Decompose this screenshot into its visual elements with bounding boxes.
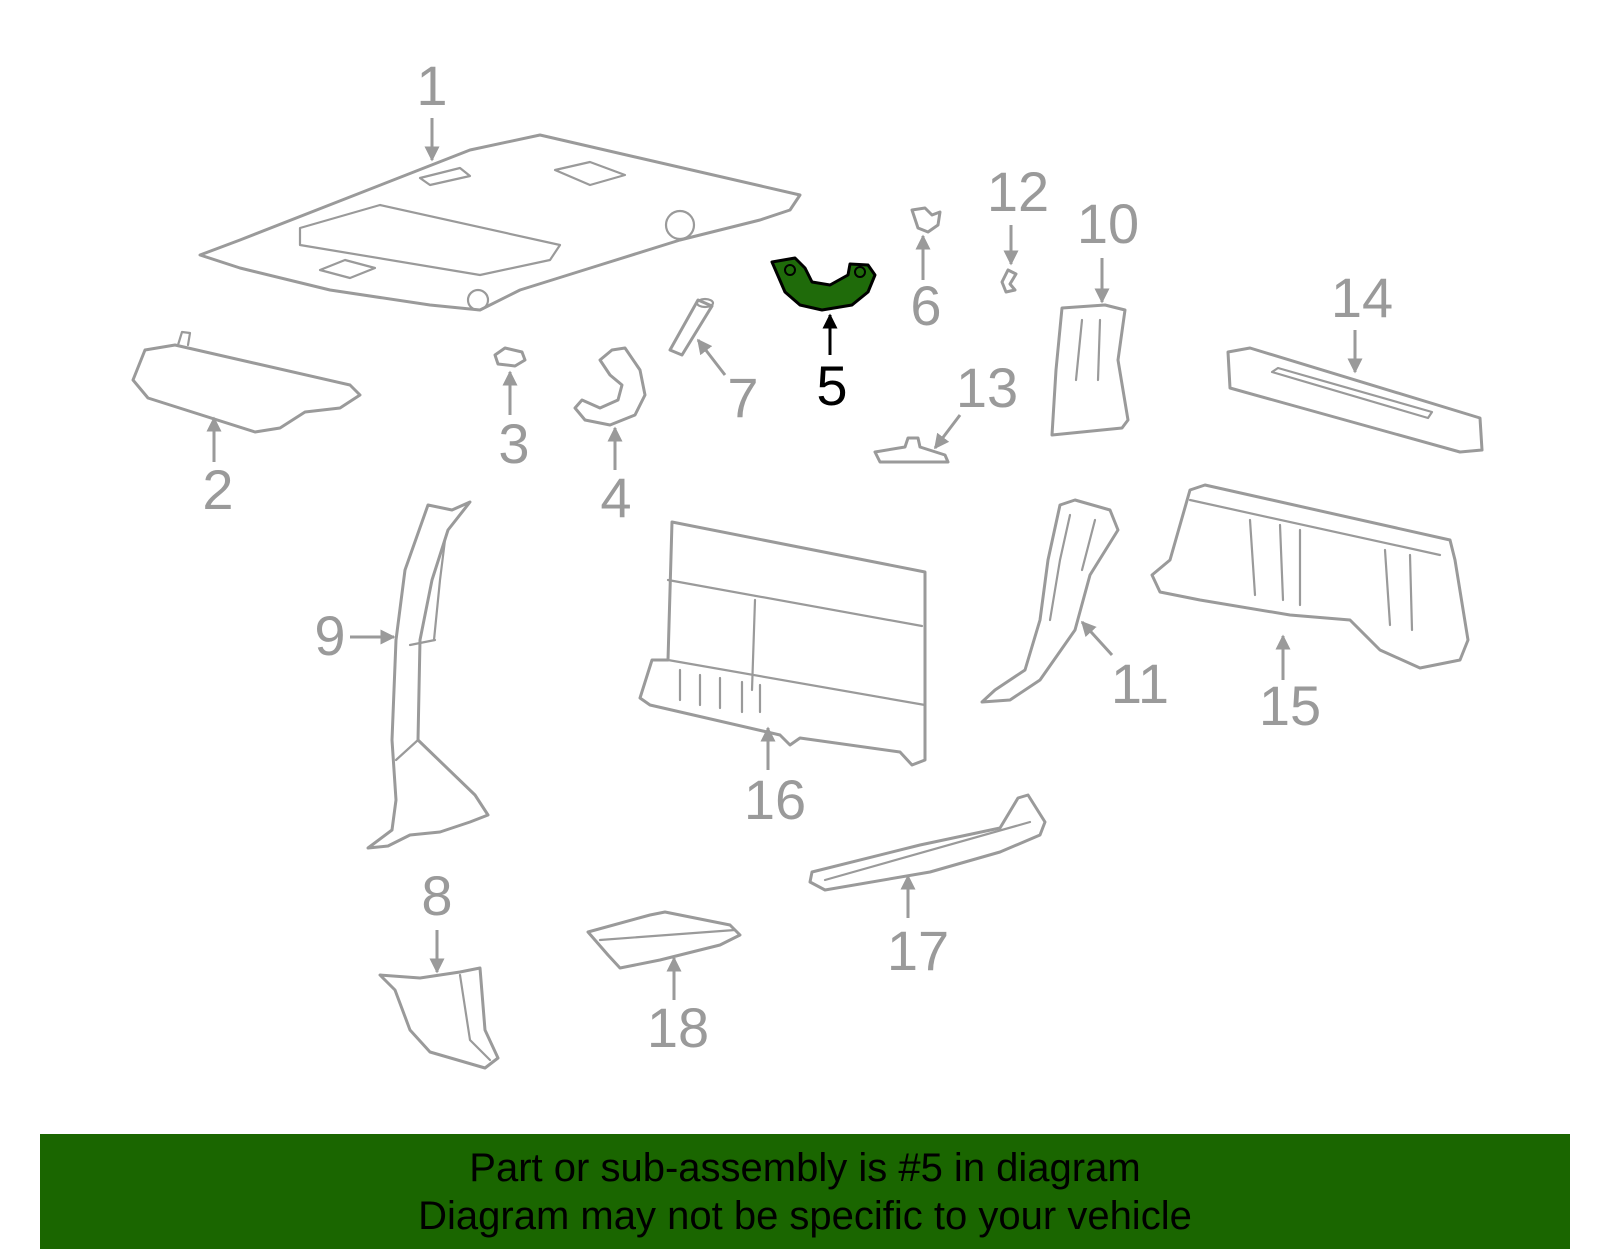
callout-13: 13 — [956, 356, 1018, 419]
part-15-rear-floor-pan[interactable] — [1150, 483, 1470, 670]
part-1-headliner[interactable] — [198, 133, 802, 312]
part-14-sill-plate[interactable] — [1226, 346, 1484, 454]
part-13-bracket[interactable] — [873, 436, 950, 464]
part-3-clip[interactable] — [493, 346, 527, 368]
leader-13 — [933, 414, 962, 450]
leader-11 — [1080, 620, 1114, 657]
part-4-bracket[interactable] — [573, 346, 647, 427]
callout-16: 16 — [744, 768, 806, 831]
callout-3: 3 — [498, 412, 529, 475]
callout-9: 9 — [314, 604, 345, 667]
callout-12: 12 — [987, 160, 1049, 223]
part-8-lower-trim[interactable] — [378, 966, 500, 1070]
callout-10: 10 — [1077, 192, 1139, 255]
leader-7 — [696, 338, 727, 376]
part-17-scuff-plate[interactable] — [808, 793, 1047, 892]
callout-5: 5 — [816, 354, 847, 417]
callout-7: 7 — [727, 366, 758, 429]
banner-line-2: Diagram may not be specific to your vehi… — [418, 1194, 1192, 1238]
banner-line-1: Part or sub-assembly is #5 in diagram — [469, 1146, 1141, 1190]
callout-17: 17 — [887, 919, 949, 982]
part-2-sun-visor[interactable] — [131, 330, 362, 434]
part-5-grab-handle[interactable] — [770, 256, 877, 312]
callout-8: 8 — [421, 864, 452, 927]
callout-4: 4 — [600, 466, 631, 529]
callout-15: 15 — [1259, 674, 1321, 737]
part-6-clip[interactable] — [910, 206, 942, 234]
part-10-b-pillar-trim[interactable] — [1050, 303, 1130, 437]
part-9-a-pillar-trim[interactable] — [366, 500, 490, 850]
part-16-back-panel[interactable] — [638, 520, 927, 767]
part-12-clip[interactable] — [1000, 268, 1018, 294]
callout-14: 14 — [1331, 266, 1393, 329]
callout-11: 11 — [1111, 652, 1169, 715]
part-18-step-trim[interactable] — [586, 910, 742, 970]
callout-18: 18 — [647, 996, 709, 1059]
callout-1: 1 — [416, 54, 447, 117]
callout-6: 6 — [910, 274, 941, 337]
part-7-cylinder[interactable] — [668, 297, 715, 357]
part-11-c-pillar-trim[interactable] — [980, 498, 1120, 704]
callout-2: 2 — [202, 458, 233, 521]
info-banner: Part or sub-assembly is #5 in diagram Di… — [40, 1134, 1570, 1249]
